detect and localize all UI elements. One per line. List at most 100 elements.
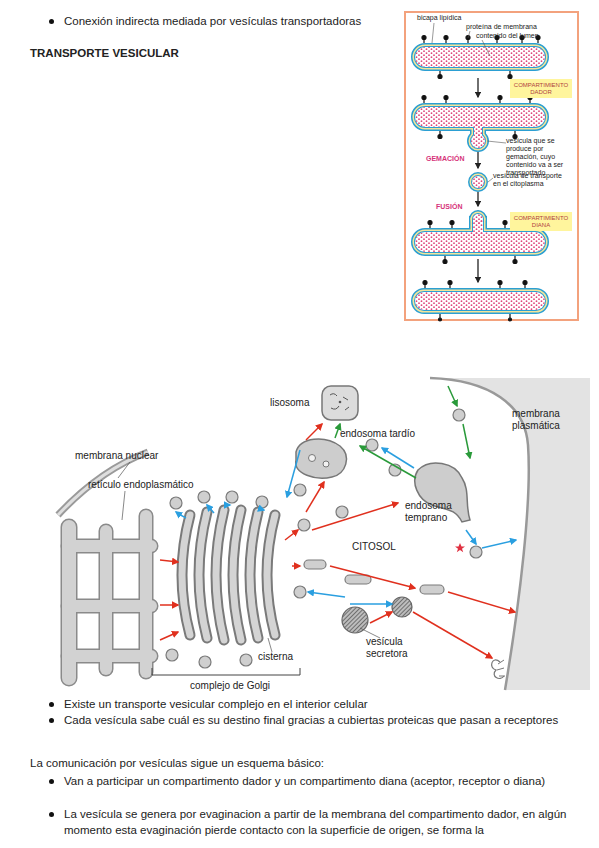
transport-vesicle (472, 176, 484, 188)
secretory-vesicle (392, 597, 412, 617)
transport-vesicle (472, 176, 484, 188)
membrane-protein (422, 96, 426, 100)
process-arrow (477, 78, 478, 97)
extracellular-space (497, 660, 505, 676)
process-arrow (477, 259, 478, 282)
golgi-cisterna (199, 512, 207, 638)
transport-vesicle (226, 491, 238, 503)
bullet-text: Conexión indirecta mediada por vesículas… (64, 13, 424, 29)
red-arrow (160, 424, 515, 658)
endoplasmic-reticulum (62, 510, 157, 685)
target-compartment (415, 292, 545, 310)
golgi-cisterna (233, 510, 241, 640)
golgi-cisterna (267, 515, 275, 635)
bullet-dot (49, 718, 54, 723)
leader-line (122, 491, 125, 520)
bullet-text: Existe un transporte vesicular complejo … (64, 696, 589, 712)
transport-vesicle (453, 409, 465, 421)
leader-line (488, 178, 493, 182)
compartment-label: COMPARTIMIENTO DADOR (512, 82, 570, 96)
transport-vesicle (166, 409, 482, 668)
process-arrow (477, 152, 478, 168)
late-endosome (323, 461, 329, 467)
membrane-protein (513, 260, 517, 264)
green-arrow (335, 386, 470, 478)
transport-vesicle (240, 654, 252, 666)
bullet-text: La vesícula se genera por evaginacion a … (64, 806, 592, 838)
donor-compartment (415, 47, 545, 67)
organelle-label: lisosoma (270, 397, 330, 409)
bullet-dot (49, 702, 54, 707)
process-label: GEMACIÓN (426, 155, 486, 163)
part-label: contenido del lumen (476, 32, 576, 40)
transport-vesicle (366, 439, 378, 451)
process-arrow (477, 78, 478, 282)
paragraph-text: La comunicación por vesículas sigue un e… (30, 755, 590, 771)
leader-line (268, 638, 272, 652)
part-label: proteína de membrana (466, 23, 566, 31)
golgi-cisterna (216, 510, 224, 640)
transport-vesicle (472, 176, 484, 188)
leader-line (482, 40, 490, 56)
extracellular-space (430, 378, 590, 690)
blue-arrow (350, 603, 392, 605)
transport-vesicle (298, 519, 310, 531)
transport-vesicle (170, 497, 182, 509)
donor-compartment (415, 47, 545, 67)
donor-compartment (415, 47, 545, 67)
red-arrow (285, 530, 298, 540)
leader-line (432, 23, 434, 43)
part-label: vesícula que se produce por gemación, cu… (506, 137, 574, 177)
golgi-cisterna (182, 515, 190, 635)
transport-vesicle (294, 586, 306, 598)
blue-arrow (207, 505, 214, 513)
blue-arrow (258, 508, 264, 510)
blue-arrow (482, 540, 516, 548)
organelle-label: membrana nuclear (75, 450, 185, 462)
late-endosome (309, 455, 316, 462)
membrane-protein (450, 221, 454, 225)
leader-line (487, 141, 506, 143)
blue-arrow (176, 512, 186, 518)
figure-frame (405, 12, 578, 320)
target-compartment (415, 292, 545, 310)
membrane-protein (503, 221, 507, 225)
membrane-protein (438, 135, 442, 139)
transport-vesicle (472, 176, 484, 188)
membrane-protein (443, 260, 447, 264)
donor-compartment (415, 47, 545, 67)
donor-compartment (415, 47, 545, 67)
red-arrow (370, 612, 392, 623)
endoplasmic-reticulum (62, 510, 157, 685)
transport-vesicle (336, 506, 348, 518)
red-arrow (448, 592, 515, 612)
part-label: vesícula de transporte en el citoplasma (493, 172, 569, 188)
red-arrow (306, 482, 324, 512)
membrane-protein (523, 281, 527, 285)
golgi-cisterna (250, 512, 258, 638)
red-arrow (160, 560, 178, 562)
late-endosome (296, 439, 347, 478)
blue-arrow (176, 448, 516, 604)
target-compartment (415, 292, 545, 310)
golgi-cisterna (199, 512, 207, 638)
green-arrow (463, 424, 470, 458)
transport-vesicle (472, 176, 484, 188)
extracellular-space (430, 378, 590, 690)
membrane-protein (444, 96, 448, 100)
secretory-vesicle (342, 607, 368, 633)
organelle-label: cisterna (258, 651, 318, 663)
lysosome (339, 401, 342, 404)
transport-vesicle (304, 560, 326, 569)
organelle-label: membrana plasmática (512, 408, 582, 431)
red-arrow (312, 503, 398, 530)
transport-vesicle (166, 649, 178, 661)
green-arrow (448, 386, 457, 406)
compartment-label: COMPARTIMIENTO DIANA (512, 215, 570, 229)
marker-star (455, 543, 465, 552)
membrane-protein (439, 318, 442, 321)
transport-vesicle (294, 484, 306, 496)
blue-arrow (287, 450, 300, 497)
golgi-cisterna (182, 510, 275, 640)
red-arrow (160, 604, 178, 606)
